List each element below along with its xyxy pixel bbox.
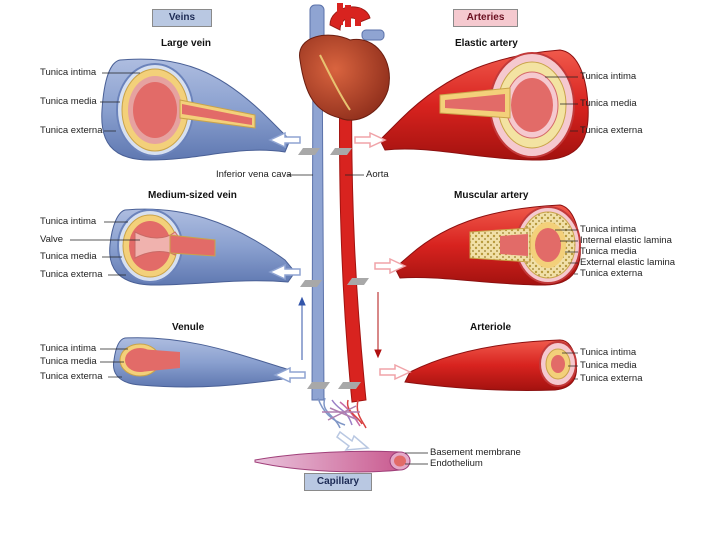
elastic-artery-label-media: Tunica media [580,98,637,109]
capillary-illustration [254,450,411,473]
venule-label-intima: Tunica intima [40,343,97,354]
vein-flow-arrows [268,131,306,384]
muscular-artery-label-media: Tunica media [580,246,637,257]
venule-label-media: Tunica media [40,356,97,367]
heart-illustration [299,3,390,121]
elastic-artery-title: Elastic artery [455,38,518,49]
venule-label-externa: Tunica externa [40,371,103,382]
large-vein-illustration [101,58,291,161]
vein-leader-lines [70,72,313,378]
large-vein-label-media: Tunica media [40,96,97,107]
venule-title: Venule [172,322,205,333]
aorta-flow-arrow [374,292,382,359]
veins-header: Veins [152,9,212,27]
capillary-arrow [336,430,370,451]
artery-leader-lines [345,76,578,465]
arteriole-label-media: Tunica media [580,360,637,371]
central-flow-arrows [298,296,306,360]
venule-illustration [113,337,291,388]
medium-vein-illustration [109,208,296,286]
vena-cava-label: Inferior vena cava [216,169,292,180]
branch-connectors [298,148,369,389]
muscular-artery-title: Muscular artery [454,190,529,201]
elastic-artery-label-intima: Tunica intima [580,71,637,82]
arteries-header: Arteries [453,9,518,27]
arteriole-title: Arteriole [470,322,512,333]
medium-vein-label-intima: Tunica intima [40,216,97,227]
medium-vein-label-valve: Valve [40,234,64,245]
large-vein-label-externa: Tunica externa [40,125,103,136]
elastic-artery-illustration [379,49,589,161]
capillary-bed [317,397,367,429]
arteriole-illustration [404,339,577,392]
medium-vein-label-media: Tunica media [40,251,97,262]
muscular-artery-label-externa: Tunica externa [580,268,643,279]
muscular-artery-illustration [394,204,581,286]
large-vein-title: Large vein [161,38,212,49]
large-vein-label-intima: Tunica intima [40,67,97,78]
aorta-label: Aorta [366,169,389,180]
muscular-artery-label-intima: Tunica intima [580,224,637,235]
artery-flow-arrows [354,131,412,381]
capillary-header: Capillary [304,473,372,491]
muscular-artery-label-internal-lamina: Internal elastic lamina [580,235,672,246]
muscular-artery-label-external-lamina: External elastic lamina [580,257,676,268]
capillary-label-basement-membrane: Basement membrane [430,447,521,458]
aorta [339,59,367,403]
capillary-label-endothelium: Endothelium [430,458,483,469]
arteriole-label-intima: Tunica intima [580,347,637,358]
medium-vein-title: Medium-sized vein [148,190,237,201]
elastic-artery-label-externa: Tunica externa [580,125,643,136]
medium-vein-label-externa: Tunica externa [40,269,103,280]
arteriole-label-externa: Tunica externa [580,373,643,384]
